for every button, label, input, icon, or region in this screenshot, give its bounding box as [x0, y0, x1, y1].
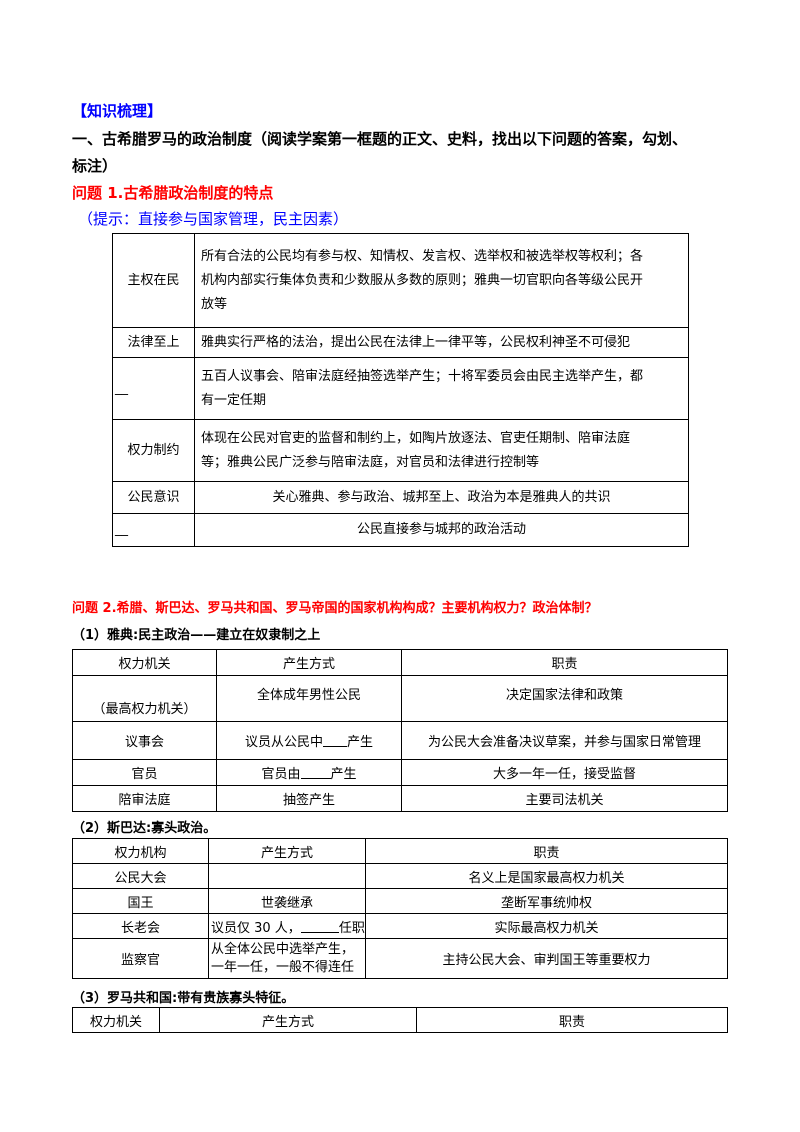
table-row: __ 五百人议事会、陪审法庭经抽签选举产生；十将军委员会由民主选举产生，都 有一…	[112, 357, 689, 420]
table-row: 监察官 从全体公民中选举产生， 一年一任，一般不得连任 主持公民大会、审判国王等…	[72, 938, 728, 979]
column-header: 职责	[401, 649, 728, 676]
feature-label: 权力制约	[112, 419, 195, 482]
organ-cell: 国王	[72, 888, 209, 914]
content-line: 五百人议事会、陪审法庭经抽签选举产生；十将军委员会由民主选举产生，都	[201, 368, 644, 384]
method-text: 产生	[347, 735, 374, 750]
method-text: 议员仅 30 人，	[211, 920, 301, 936]
table-row: （最高权力机关） 全体成年男性公民 决定国家法律和政策	[72, 675, 728, 722]
organ-cell: 公民大会	[72, 863, 209, 889]
table-row: 权力制约 体现在公民对官吏的监督和制约上，如陶片放逐法、官吏任期制、陪审法庭 等…	[112, 419, 689, 482]
method-cell: 官员由 产生	[216, 759, 402, 786]
method-cell: 抽签产生	[216, 785, 402, 812]
feature-label: 主权在民	[112, 233, 195, 328]
column-header: 产生方式	[216, 649, 402, 676]
athens-title: （1）雅典:民主政治——建立在奴隶制之上	[72, 628, 321, 643]
content-line: 机构内部实行集体负责和少数服从多数的原则；雅典一切官职向各等级公民开	[201, 272, 644, 288]
table-row: 长老会 议员仅 30 人， 任职 实际最高权力机关	[72, 913, 728, 939]
feature-label: 公民意识	[112, 481, 195, 514]
organ-cell: 陪审法庭	[72, 785, 217, 812]
duty-cell: 名义上是国家最高权力机关	[365, 863, 728, 889]
greek-features-table: 主权在民 所有合法的公民均有参与权、知情权、发言权、选举权和被选举权等权利；各 …	[112, 233, 689, 547]
feature-label: 法律至上	[112, 327, 195, 358]
fill-blank[interactable]	[300, 766, 331, 779]
table-row: __ 公民直接参与城邦的政治活动	[112, 513, 689, 547]
organ-cell: 官员	[72, 759, 217, 786]
feature-content: 雅典实行严格的法治，提出公民在法律上一律平等，公民权利神圣不可侵犯	[194, 327, 689, 358]
method-text: 议员从公民中	[244, 735, 323, 750]
duty-cell: 主要司法机关	[401, 785, 728, 812]
organ-cell: 长老会	[72, 913, 209, 939]
content-line: 有一定任期	[201, 392, 267, 408]
table-row: 主权在民 所有合法的公民均有参与权、知情权、发言权、选举权和被选举权等权利；各 …	[112, 233, 689, 328]
table-row: 法律至上 雅典实行严格的法治，提出公民在法律上一律平等，公民权利神圣不可侵犯	[112, 327, 689, 358]
rome-title: （3）罗马共和国:带有贵族寡头特征。	[72, 991, 295, 1006]
sparta-table: 权力机构 产生方式 职责 公民大会 名义上是国家最高权力机关 国王 世袭继承 垄…	[72, 838, 728, 979]
athens-table: 权力机关 产生方式 职责 （最高权力机关） 全体成年男性公民 决定国家法律和政策…	[72, 649, 728, 812]
method-text: 产生	[330, 767, 357, 782]
content-line: 放等	[201, 296, 228, 312]
table-header-row: 权力机构 产生方式 职责	[72, 838, 728, 864]
column-header: 权力机关	[72, 1007, 160, 1033]
feature-label: __	[112, 513, 195, 547]
method-cell: 全体成年男性公民	[216, 675, 402, 722]
content-line: 雅典实行严格的法治，提出公民在法律上一律平等，公民权利神圣不可侵犯	[201, 334, 631, 350]
column-header: 职责	[365, 838, 728, 864]
method-cell: 世袭继承	[208, 888, 366, 914]
table-row: 议事会 议员从公民中 产生 为公民大会准备决议草案，并参与国家日常管理	[72, 721, 728, 760]
content-line: 体现在公民对官吏的监督和制约上，如陶片放逐法、官吏任期制、陪审法庭	[201, 430, 631, 446]
table-header-row: 权力机关 产生方式 职责	[72, 649, 728, 676]
method-cell	[208, 863, 366, 889]
column-header: 权力机构	[72, 838, 209, 864]
feature-content: 关心雅典、参与政治、城邦至上、政治为本是雅典人的共识	[194, 481, 689, 514]
sparta-title: （2）斯巴达:寡头政治。	[72, 821, 217, 836]
fill-blank[interactable]	[300, 920, 339, 933]
duty-cell: 为公民大会准备决议草案，并参与国家日常管理	[401, 721, 728, 760]
feature-content: 公民直接参与城邦的政治活动	[194, 513, 689, 547]
content-line: 等；雅典公民广泛参与陪审法庭，对官员和法律进行控制等	[201, 454, 540, 470]
feature-content: 五百人议事会、陪审法庭经抽签选举产生；十将军委员会由民主选举产生，都 有一定任期	[194, 357, 689, 420]
table-row: 陪审法庭 抽签产生 主要司法机关	[72, 785, 728, 812]
table-row: 公民意识 关心雅典、参与政治、城邦至上、政治为本是雅典人的共识	[112, 481, 689, 514]
organ-cell: 议事会	[72, 721, 217, 760]
method-cell: 议员仅 30 人， 任职	[208, 913, 366, 939]
method-text: 任职	[338, 920, 365, 936]
table-header-row: 权力机关 产生方式 职责	[72, 1007, 728, 1033]
column-header: 产生方式	[159, 1007, 417, 1033]
table-row: 官员 官员由 产生 大多一年一任，接受监督	[72, 759, 728, 786]
table-row: 国王 世袭继承 垄断军事统帅权	[72, 888, 728, 914]
column-header: 职责	[416, 1007, 728, 1033]
content-line: 所有合法的公民均有参与权、知情权、发言权、选举权和被选举权等权利；各	[201, 248, 644, 264]
method-line: 一年一任，一般不得连任	[211, 959, 355, 975]
method-line: 从全体公民中选举产生，	[211, 941, 355, 957]
duty-cell: 决定国家法律和政策	[401, 675, 728, 722]
feature-content: 所有合法的公民均有参与权、知情权、发言权、选举权和被选举权等权利；各 机构内部实…	[194, 233, 689, 328]
duty-cell: 主持公民大会、审判国王等重要权力	[365, 938, 728, 979]
table-row: 公民大会 名义上是国家最高权力机关	[72, 863, 728, 889]
feature-content: 体现在公民对官吏的监督和制约上，如陶片放逐法、官吏任期制、陪审法庭 等；雅典公民…	[194, 419, 689, 482]
method-cell: 从全体公民中选举产生， 一年一任，一般不得连任	[208, 938, 366, 979]
question2-title: 问题 2.希腊、斯巴达、罗马共和国、罗马帝国的国家机构构成？主要机构权力？政治体…	[72, 601, 598, 616]
column-header: 产生方式	[208, 838, 366, 864]
section1-title-line2: 标注）	[72, 157, 118, 175]
feature-label: __	[112, 357, 195, 420]
duty-cell: 垄断军事统帅权	[365, 888, 728, 914]
duty-cell: 实际最高权力机关	[365, 913, 728, 939]
organ-cell: 监察官	[72, 938, 209, 979]
method-text: 官员由	[261, 767, 301, 782]
column-header: 权力机关	[72, 649, 217, 676]
question1-title: 问题 1.古希腊政治制度的特点	[72, 184, 274, 202]
organ-cell: （最高权力机关）	[72, 675, 217, 722]
method-cell: 议员从公民中 产生	[216, 721, 402, 760]
fill-blank[interactable]	[323, 734, 347, 747]
question1-hint: （提示：直接参与国家管理，民主因素）	[78, 210, 349, 228]
duty-cell: 大多一年一任，接受监督	[401, 759, 728, 786]
section-heading: 【知识梳理】	[72, 102, 163, 120]
rome-table: 权力机关 产生方式 职责	[72, 1007, 728, 1033]
section1-title-line1: 一、古希腊罗马的政治制度（阅读学案第一框题的正文、史料，找出以下问题的答案，勾划…	[72, 130, 688, 148]
